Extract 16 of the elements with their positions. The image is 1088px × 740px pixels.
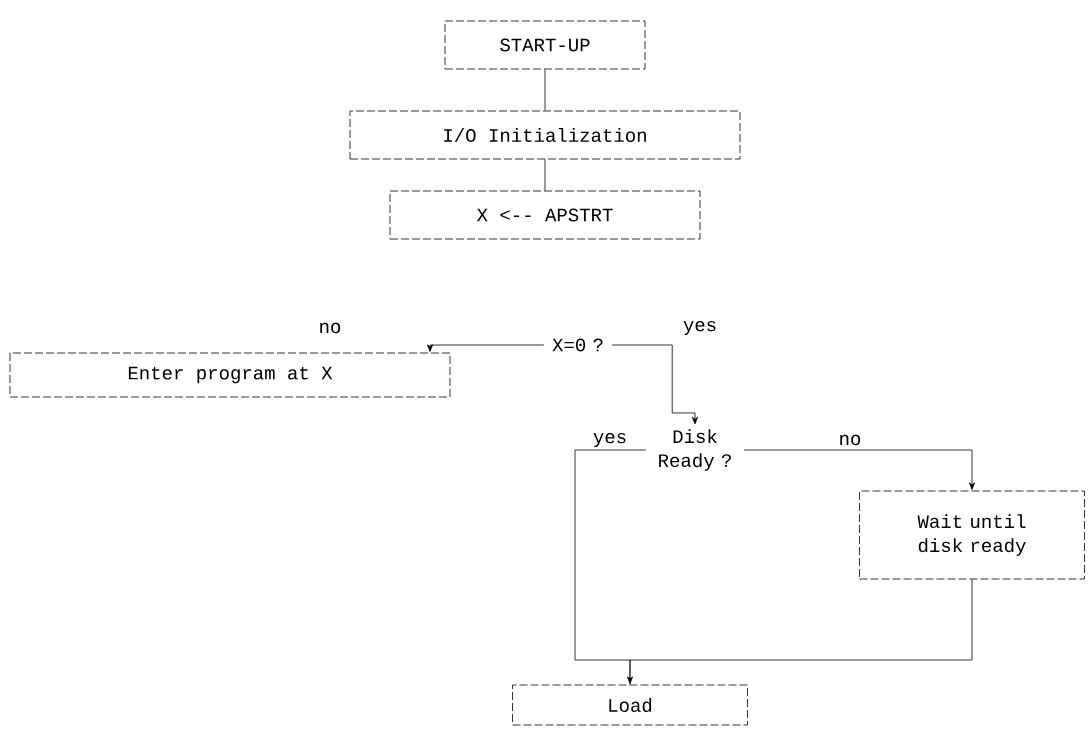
arrow bbox=[611, 344, 698, 425]
decision-text: Disk Ready ? bbox=[659, 429, 731, 471]
edge-label: no bbox=[836, 432, 864, 448]
process-box: I/O Initialization bbox=[349, 110, 741, 160]
process-box: Load bbox=[512, 684, 748, 726]
process-box: START-UP bbox=[444, 20, 646, 70]
process-box: Enter program at X bbox=[9, 352, 451, 398]
arrow bbox=[427, 344, 545, 352]
arrow bbox=[743, 449, 975, 490]
arrow bbox=[574, 449, 647, 684]
edge-label: yes bbox=[680, 318, 720, 338]
process-box: X <-- APSTRT bbox=[389, 190, 701, 240]
decision-text: X=0 ? bbox=[552, 338, 603, 352]
process-box: Wait until disk ready bbox=[859, 490, 1085, 580]
edge-label: yes bbox=[590, 430, 630, 450]
edge-label: no bbox=[316, 320, 344, 336]
